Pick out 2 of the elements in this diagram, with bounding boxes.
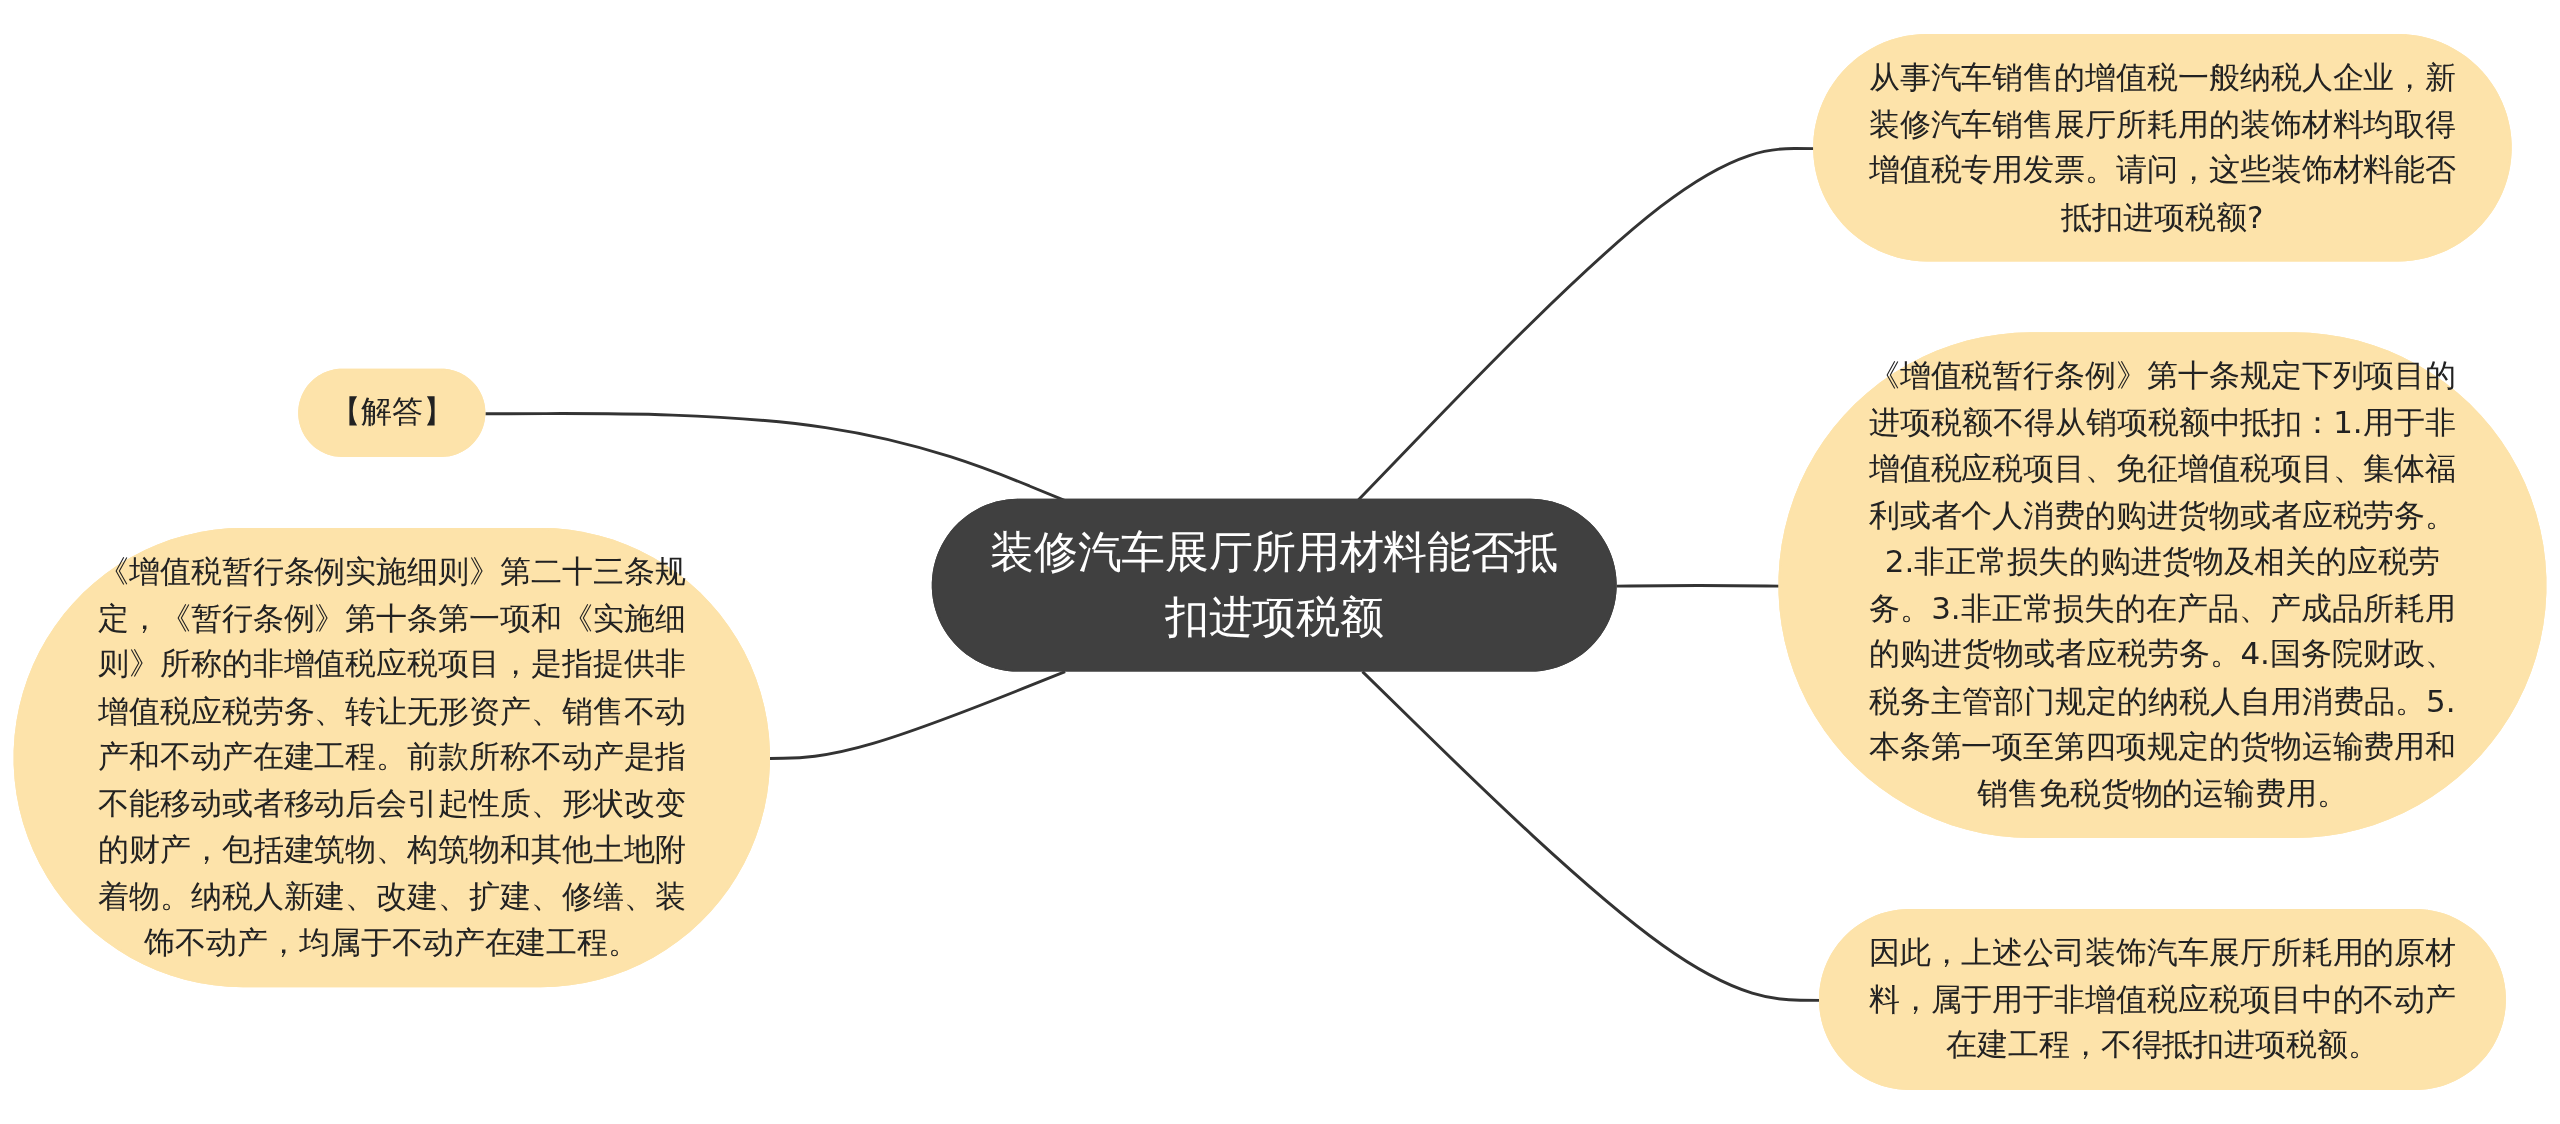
connector [1361, 670, 1821, 1002]
connector [769, 670, 1066, 760]
